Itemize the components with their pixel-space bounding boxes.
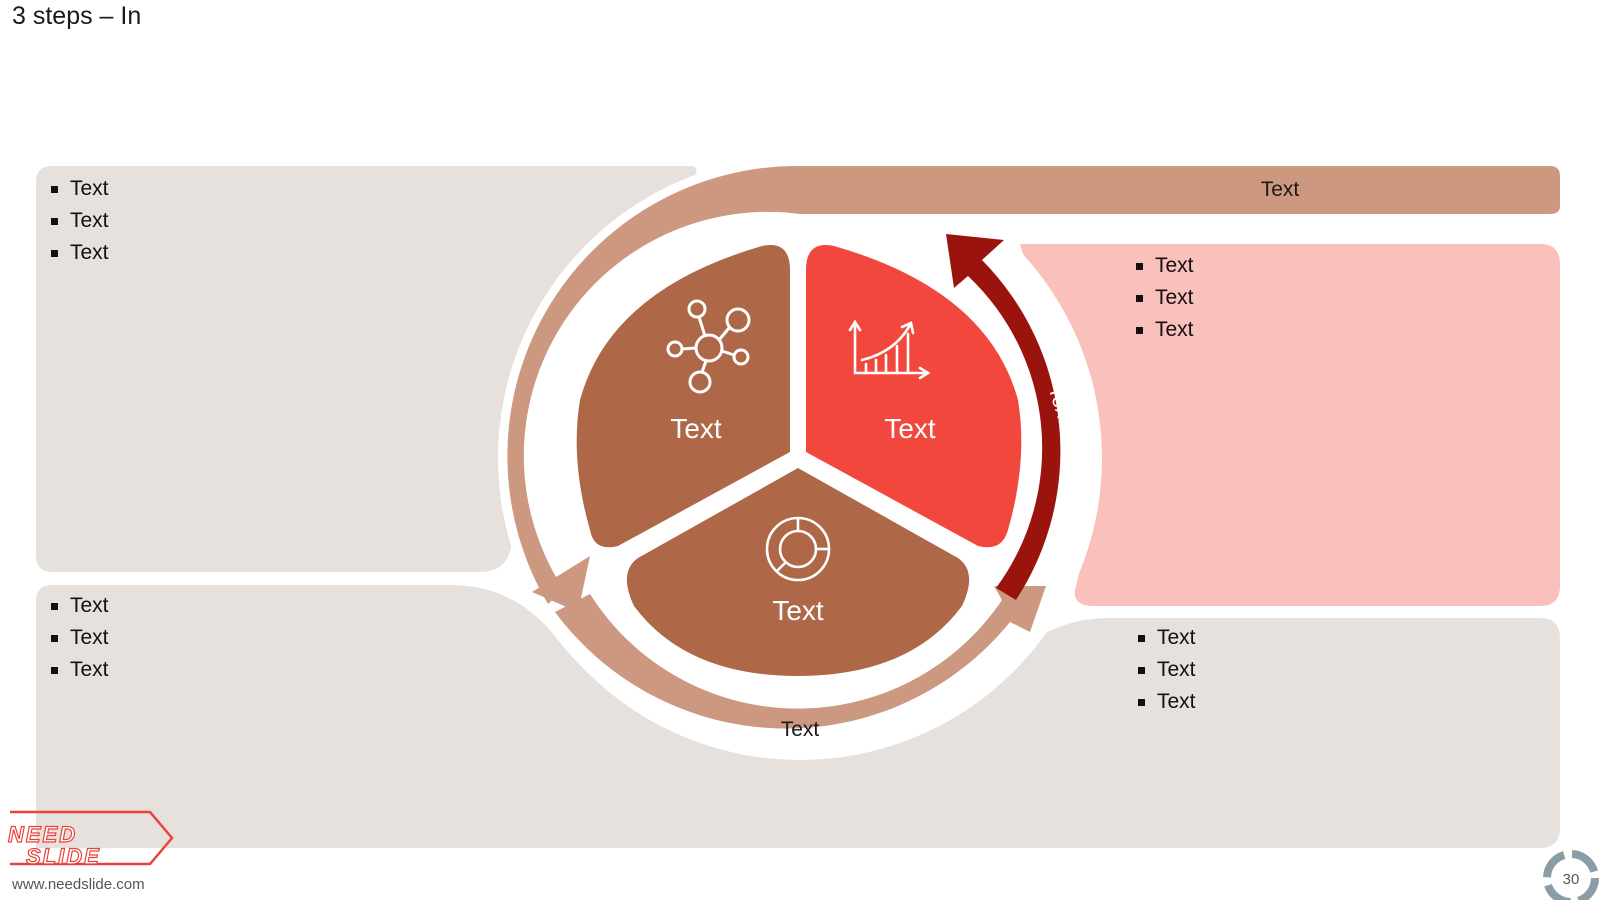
- page-number: 30: [1562, 871, 1580, 888]
- segment-bottom: [626, 468, 970, 676]
- list-item: Text: [48, 237, 109, 269]
- bottom-arc-arrow: [555, 586, 1046, 729]
- logo-line2: SLIDE: [26, 844, 101, 869]
- segment-bottom-label: Text: [772, 595, 824, 626]
- segment-left-label: Text: [670, 413, 722, 444]
- needslide-logo: NEED SLIDE: [7, 810, 174, 870]
- list-item: Text: [48, 590, 109, 622]
- segment-left: [576, 245, 790, 548]
- network-icon: [666, 299, 751, 394]
- list-item: Text: [48, 205, 109, 237]
- right-bottom-list: Text Text Text: [1135, 622, 1196, 718]
- list-item: Text: [1133, 250, 1194, 282]
- growth-chart-icon: [848, 319, 931, 380]
- list-item: Text: [1135, 622, 1196, 654]
- list-item: Text: [1135, 686, 1196, 718]
- left-arrowhead: [532, 556, 590, 612]
- segment-right-label: Text: [884, 413, 936, 444]
- left-bottom-list: Text Text Text: [48, 590, 109, 686]
- list-item: Text: [1135, 654, 1196, 686]
- list-item: Text: [48, 622, 109, 654]
- top-bar-label: Text: [1260, 178, 1300, 201]
- arrow-bottom-label: Text: [781, 718, 820, 741]
- right-pink-list: Text Text Text: [1133, 250, 1194, 346]
- list-item: Text: [1133, 314, 1194, 346]
- segment-right: [806, 245, 1022, 548]
- website-url: www.needslide.com: [12, 876, 145, 893]
- list-item: Text: [1133, 282, 1194, 314]
- list-item: Text: [48, 654, 109, 686]
- right-pink-panel: [1020, 244, 1560, 606]
- left-top-panel: [36, 166, 697, 572]
- top-bar: [507, 165, 1560, 604]
- bottom-panel: [36, 585, 1560, 848]
- page-title: 3 steps – In: [12, 2, 142, 30]
- donut-chart-icon: [765, 516, 831, 582]
- list-item: Text: [48, 173, 109, 205]
- page-number-badge: [1543, 850, 1599, 900]
- logo-line1: NEED: [8, 822, 77, 847]
- right-arc-arrow: [946, 234, 1061, 600]
- left-top-list: Text Text Text: [48, 173, 109, 269]
